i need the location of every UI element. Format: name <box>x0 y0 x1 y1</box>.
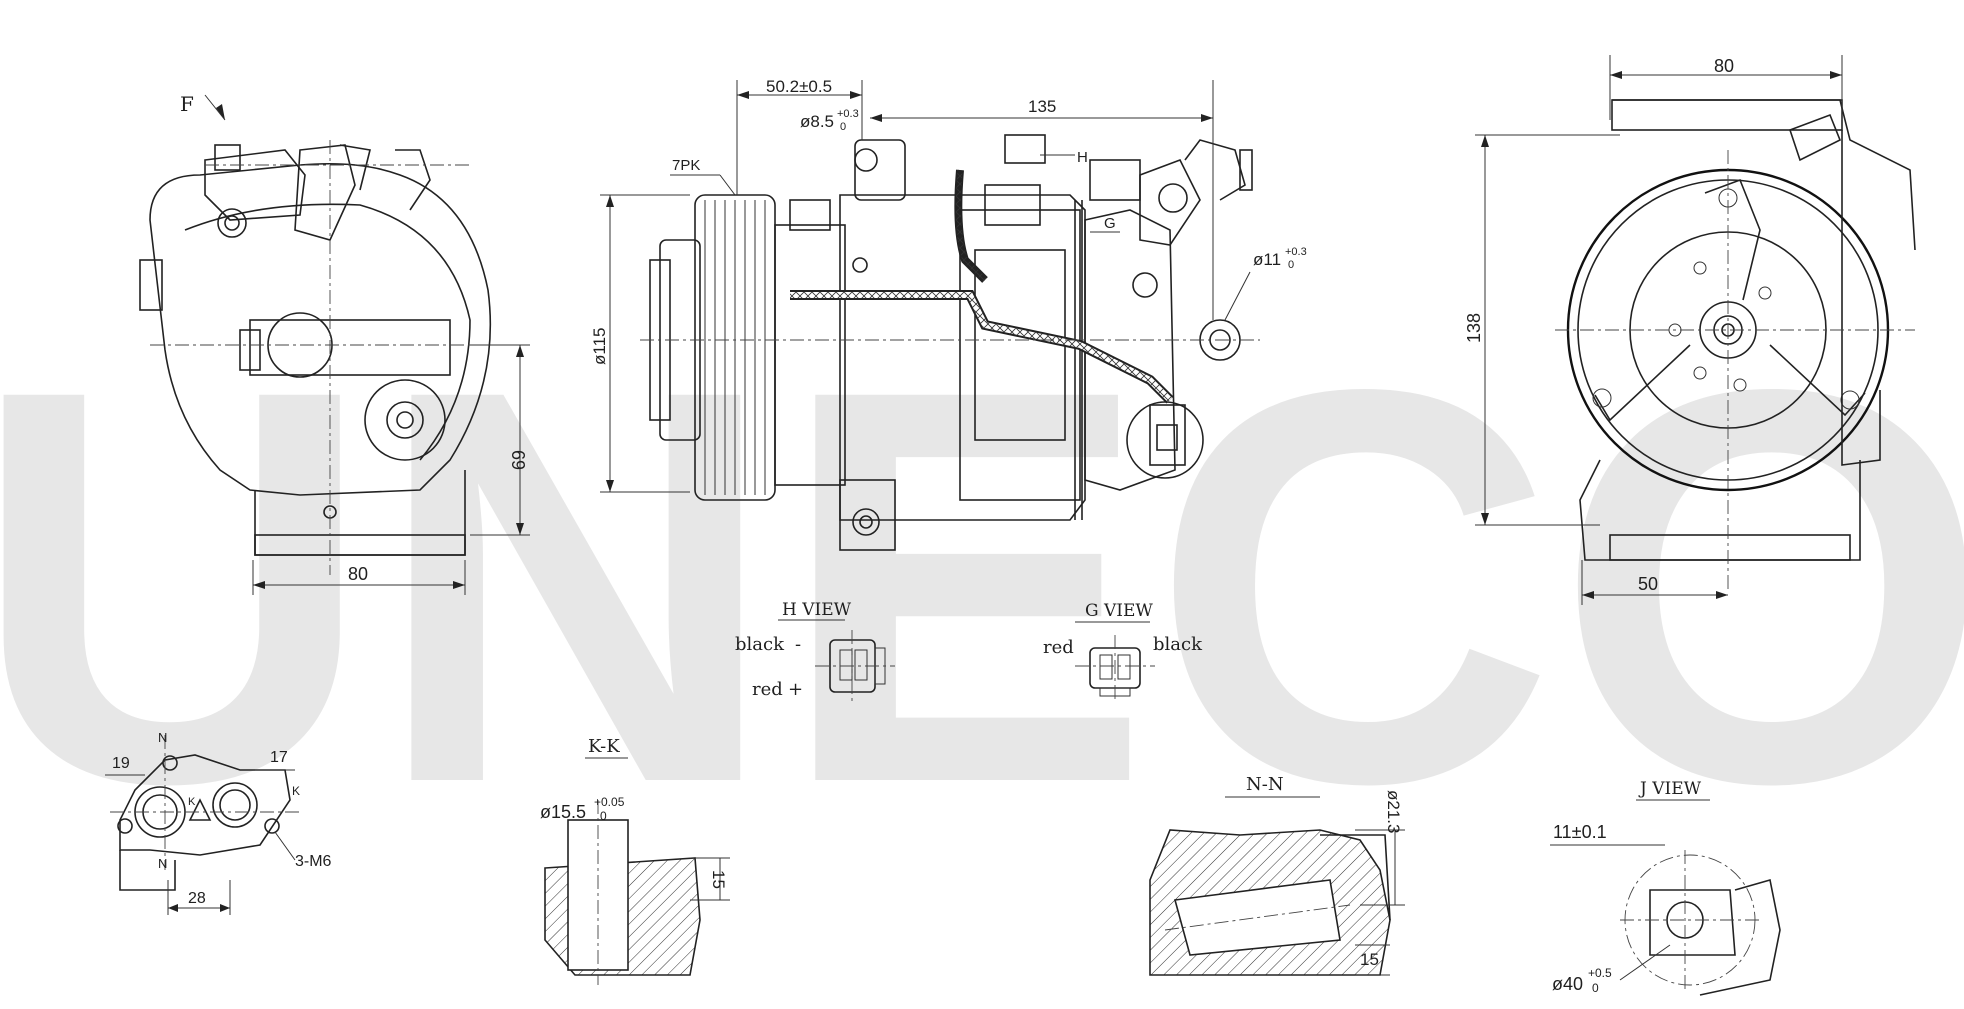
dim-50: 50 <box>1638 574 1658 594</box>
kk-dim-15: 15 <box>709 870 728 889</box>
nn-section: N-N ø21.3 15 <box>1149 774 1405 976</box>
h-view-title: H VIEW <box>782 600 852 620</box>
left-view: F 80 69 <box>139 92 530 595</box>
kk-section: K-K 15 ø15.5 +0.05 0 <box>540 736 730 985</box>
dim-28: 28 <box>188 890 206 907</box>
flange-n-top: N <box>158 730 167 745</box>
dim-80-left: 80 <box>348 564 368 584</box>
dim-11-tol-up: +0.3 <box>1285 246 1307 258</box>
h-view-red: red <box>752 679 783 700</box>
dim-19: 19 <box>112 755 130 772</box>
label-h: H <box>1077 149 1088 166</box>
kk-tol-low: 0 <box>600 809 607 823</box>
dim-8-5-tol-low: 0 <box>840 121 846 133</box>
g-view-black: black <box>1153 634 1203 655</box>
dim-50-2: 50.2±0.5 <box>766 77 832 96</box>
dim-17: 17 <box>270 749 288 766</box>
h-view-minus: - <box>795 634 801 655</box>
h-view-plus: + <box>788 679 803 700</box>
center-view: 50.2±0.5 135 ø8.5 +0.3 0 7PK H G ø11 +0.… <box>590 77 1307 551</box>
bottom-left-flange: N N 19 17 K K 3-M6 28 <box>105 730 332 915</box>
j-dim-11: 11±0.1 <box>1553 822 1607 842</box>
kk-dim-15-5: ø15.5 <box>540 802 586 822</box>
j-view: J VIEW 11±0.1 ø40 +0.5 0 <box>1550 779 1781 996</box>
dim-11-tol-low: 0 <box>1288 259 1294 271</box>
kk-title: K-K <box>588 736 620 757</box>
dim-135: 135 <box>1028 97 1056 116</box>
g-view-red: red <box>1043 637 1074 658</box>
flange-k-2: K <box>188 796 196 808</box>
dim-3-m6: 3-M6 <box>295 853 332 870</box>
watermark-text: UNECO <box>0 273 1964 899</box>
j-view-title: J VIEW <box>1638 779 1702 799</box>
dim-11: ø11 <box>1253 250 1281 269</box>
dim-138: 138 <box>1464 313 1484 343</box>
h-view: H VIEW black - red + <box>735 600 895 705</box>
nn-dim-15: 15 <box>1360 950 1379 969</box>
j-dim-40: ø40 <box>1552 974 1583 994</box>
dim-8-5-tol-up: +0.3 <box>837 108 859 120</box>
dim-115: ø115 <box>590 328 609 366</box>
nn-title: N-N <box>1246 774 1284 795</box>
belt-7pk: 7PK <box>672 157 700 174</box>
nn-dim-21-3: ø21.3 <box>1384 790 1403 833</box>
h-view-black: black <box>735 634 785 655</box>
g-view: G VIEW red black <box>1043 601 1203 700</box>
flange-k: K <box>292 784 300 798</box>
flange-n-bottom: N <box>158 856 167 871</box>
dim-8-5: ø8.5 <box>800 112 834 131</box>
label-f: F <box>180 92 194 116</box>
kk-tol-up: +0.05 <box>594 795 625 809</box>
label-g: G <box>1104 215 1116 232</box>
j-tol-low: 0 <box>1592 981 1599 995</box>
dim-69: 69 <box>508 450 528 470</box>
right-view: 80 138 50 <box>1464 55 1916 605</box>
g-view-title: G VIEW <box>1085 601 1153 621</box>
j-tol-up: +0.5 <box>1588 966 1612 980</box>
dim-80-right: 80 <box>1714 56 1734 76</box>
